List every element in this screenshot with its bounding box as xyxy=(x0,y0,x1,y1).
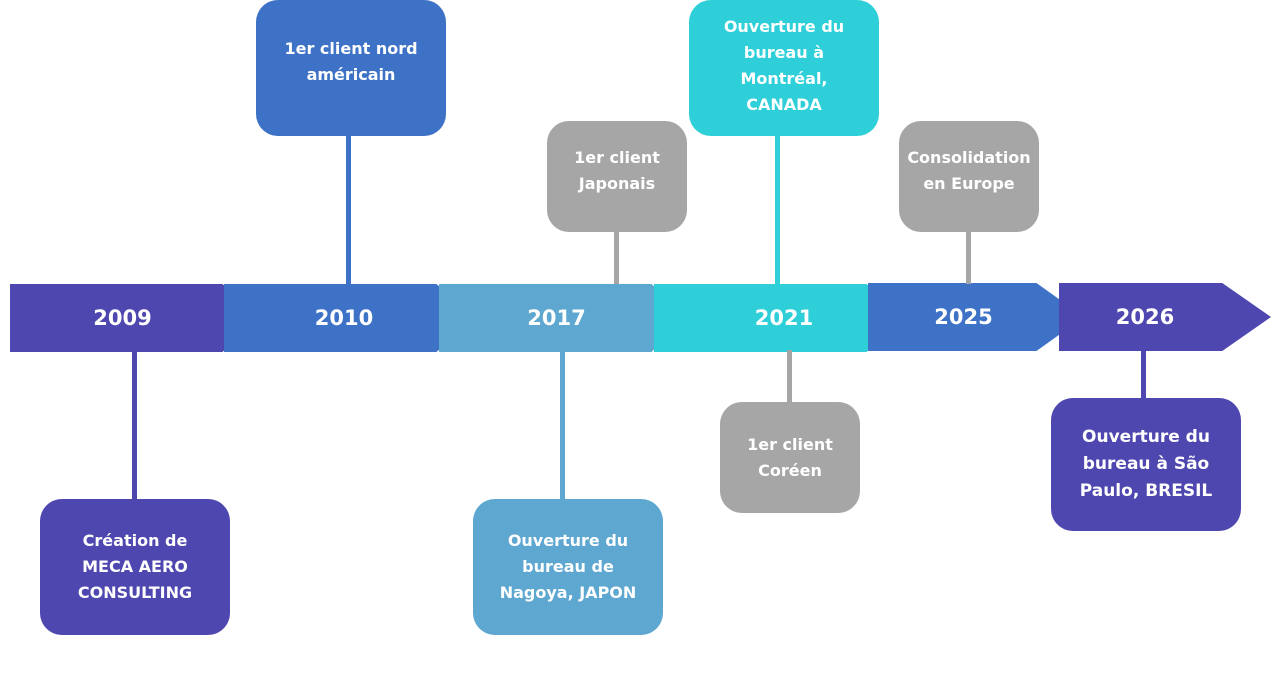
connector-2017-below xyxy=(560,350,565,500)
event-text: 1er client Coréen xyxy=(747,434,833,480)
connector-2021-above xyxy=(775,134,780,286)
connector-2021-below xyxy=(787,350,792,404)
year-arrow-2021: 2021 xyxy=(654,284,904,352)
event-text: Ouverture du bureau de Nagoya, JAPON xyxy=(499,531,637,602)
year-arrow-2017: 2017 xyxy=(439,284,689,352)
year-label-2021: 2021 xyxy=(754,306,814,330)
year-label-2017: 2017 xyxy=(527,306,586,330)
event-text: Consolidation en Europe xyxy=(907,148,1031,193)
connector-2009 xyxy=(132,350,137,500)
event-bureau-montreal: Ouverture du bureau à Montréal, CANADA xyxy=(689,0,879,136)
year-arrow-2026: 2026 xyxy=(1059,283,1271,351)
event-text: Ouverture du bureau à São Paulo, BRESIL xyxy=(1079,427,1213,501)
event-creation-meca-aero: Création de MECA AERO CONSULTING xyxy=(40,499,230,635)
event-text: 1er client Japonais xyxy=(574,148,660,193)
connector-2026 xyxy=(1141,350,1146,400)
event-text: Création de MECA AERO CONSULTING xyxy=(77,531,193,602)
year-label-2009: 2009 xyxy=(93,306,152,330)
year-label-2010: 2010 xyxy=(314,306,374,330)
year-label-2025: 2025 xyxy=(934,305,993,329)
event-bureau-sao-paulo: Ouverture du bureau à São Paulo, BRESIL xyxy=(1051,398,1241,531)
event-1er-client-japonais: 1er client Japonais xyxy=(547,121,687,232)
year-arrow-2009: 2009 xyxy=(10,284,260,352)
event-bureau-nagoya: Ouverture du bureau de Nagoya, JAPON xyxy=(473,499,663,635)
connector-2010 xyxy=(346,134,351,286)
event-text: Ouverture du bureau à Montréal, CANADA xyxy=(723,17,845,114)
connector-2017-above xyxy=(614,230,619,284)
event-1er-client-nord-americain: 1er client nord américain xyxy=(256,0,446,136)
year-label-2026: 2026 xyxy=(1115,305,1175,329)
event-text: 1er client nord américain xyxy=(284,39,418,84)
year-arrow-2010: 2010 xyxy=(224,284,474,352)
event-1er-client-coreen: 1er client Coréen xyxy=(720,402,860,513)
year-arrow-2025: 2025 xyxy=(868,283,1084,351)
connector-2025 xyxy=(966,230,971,284)
event-consolidation-europe: Consolidation en Europe xyxy=(899,121,1039,232)
